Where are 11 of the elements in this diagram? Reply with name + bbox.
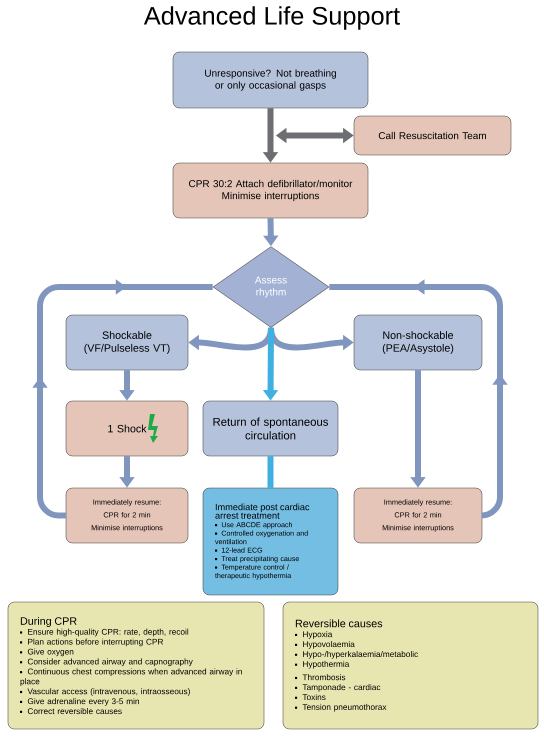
process-box: 1 Shock (66, 400, 188, 456)
info-box: Reversible causes Hypoxia Hypovolaemia Hypo-/hyperkalaemia/metabolic Hypothermia Thrombosis Tamponade - cardiac Toxins Tension pneumothorax (282, 602, 538, 730)
process-box: Unresponsive? Not breathing or only occasional gasps (172, 52, 368, 108)
process-box: Return of spontaneous circulation (202, 400, 338, 456)
arrow (32, 279, 213, 518)
process-box: CPR 30:2 Attach defibrillator/monitor Minimise interruptions (172, 162, 368, 218)
process-box: Shockable (VF/Pulseless VT) (66, 314, 188, 370)
process-box: Call Resuscitation Team (354, 116, 512, 156)
title: Advanced Life Support (144, 6, 400, 30)
process-box: Non-shockable (PEA/Asystole) (354, 314, 482, 370)
info-box: During CPR Ensure high-quality CPR: rate, depth, recoil Plan actions before interrupting CPR Give oxygen Consider advanced airway and capnography Continuous chest compressions when advanced airway in place Vascular access (intravenous, intraosseous) Give adrenaline every 3-5 min Correct reversible causes (8, 602, 264, 730)
